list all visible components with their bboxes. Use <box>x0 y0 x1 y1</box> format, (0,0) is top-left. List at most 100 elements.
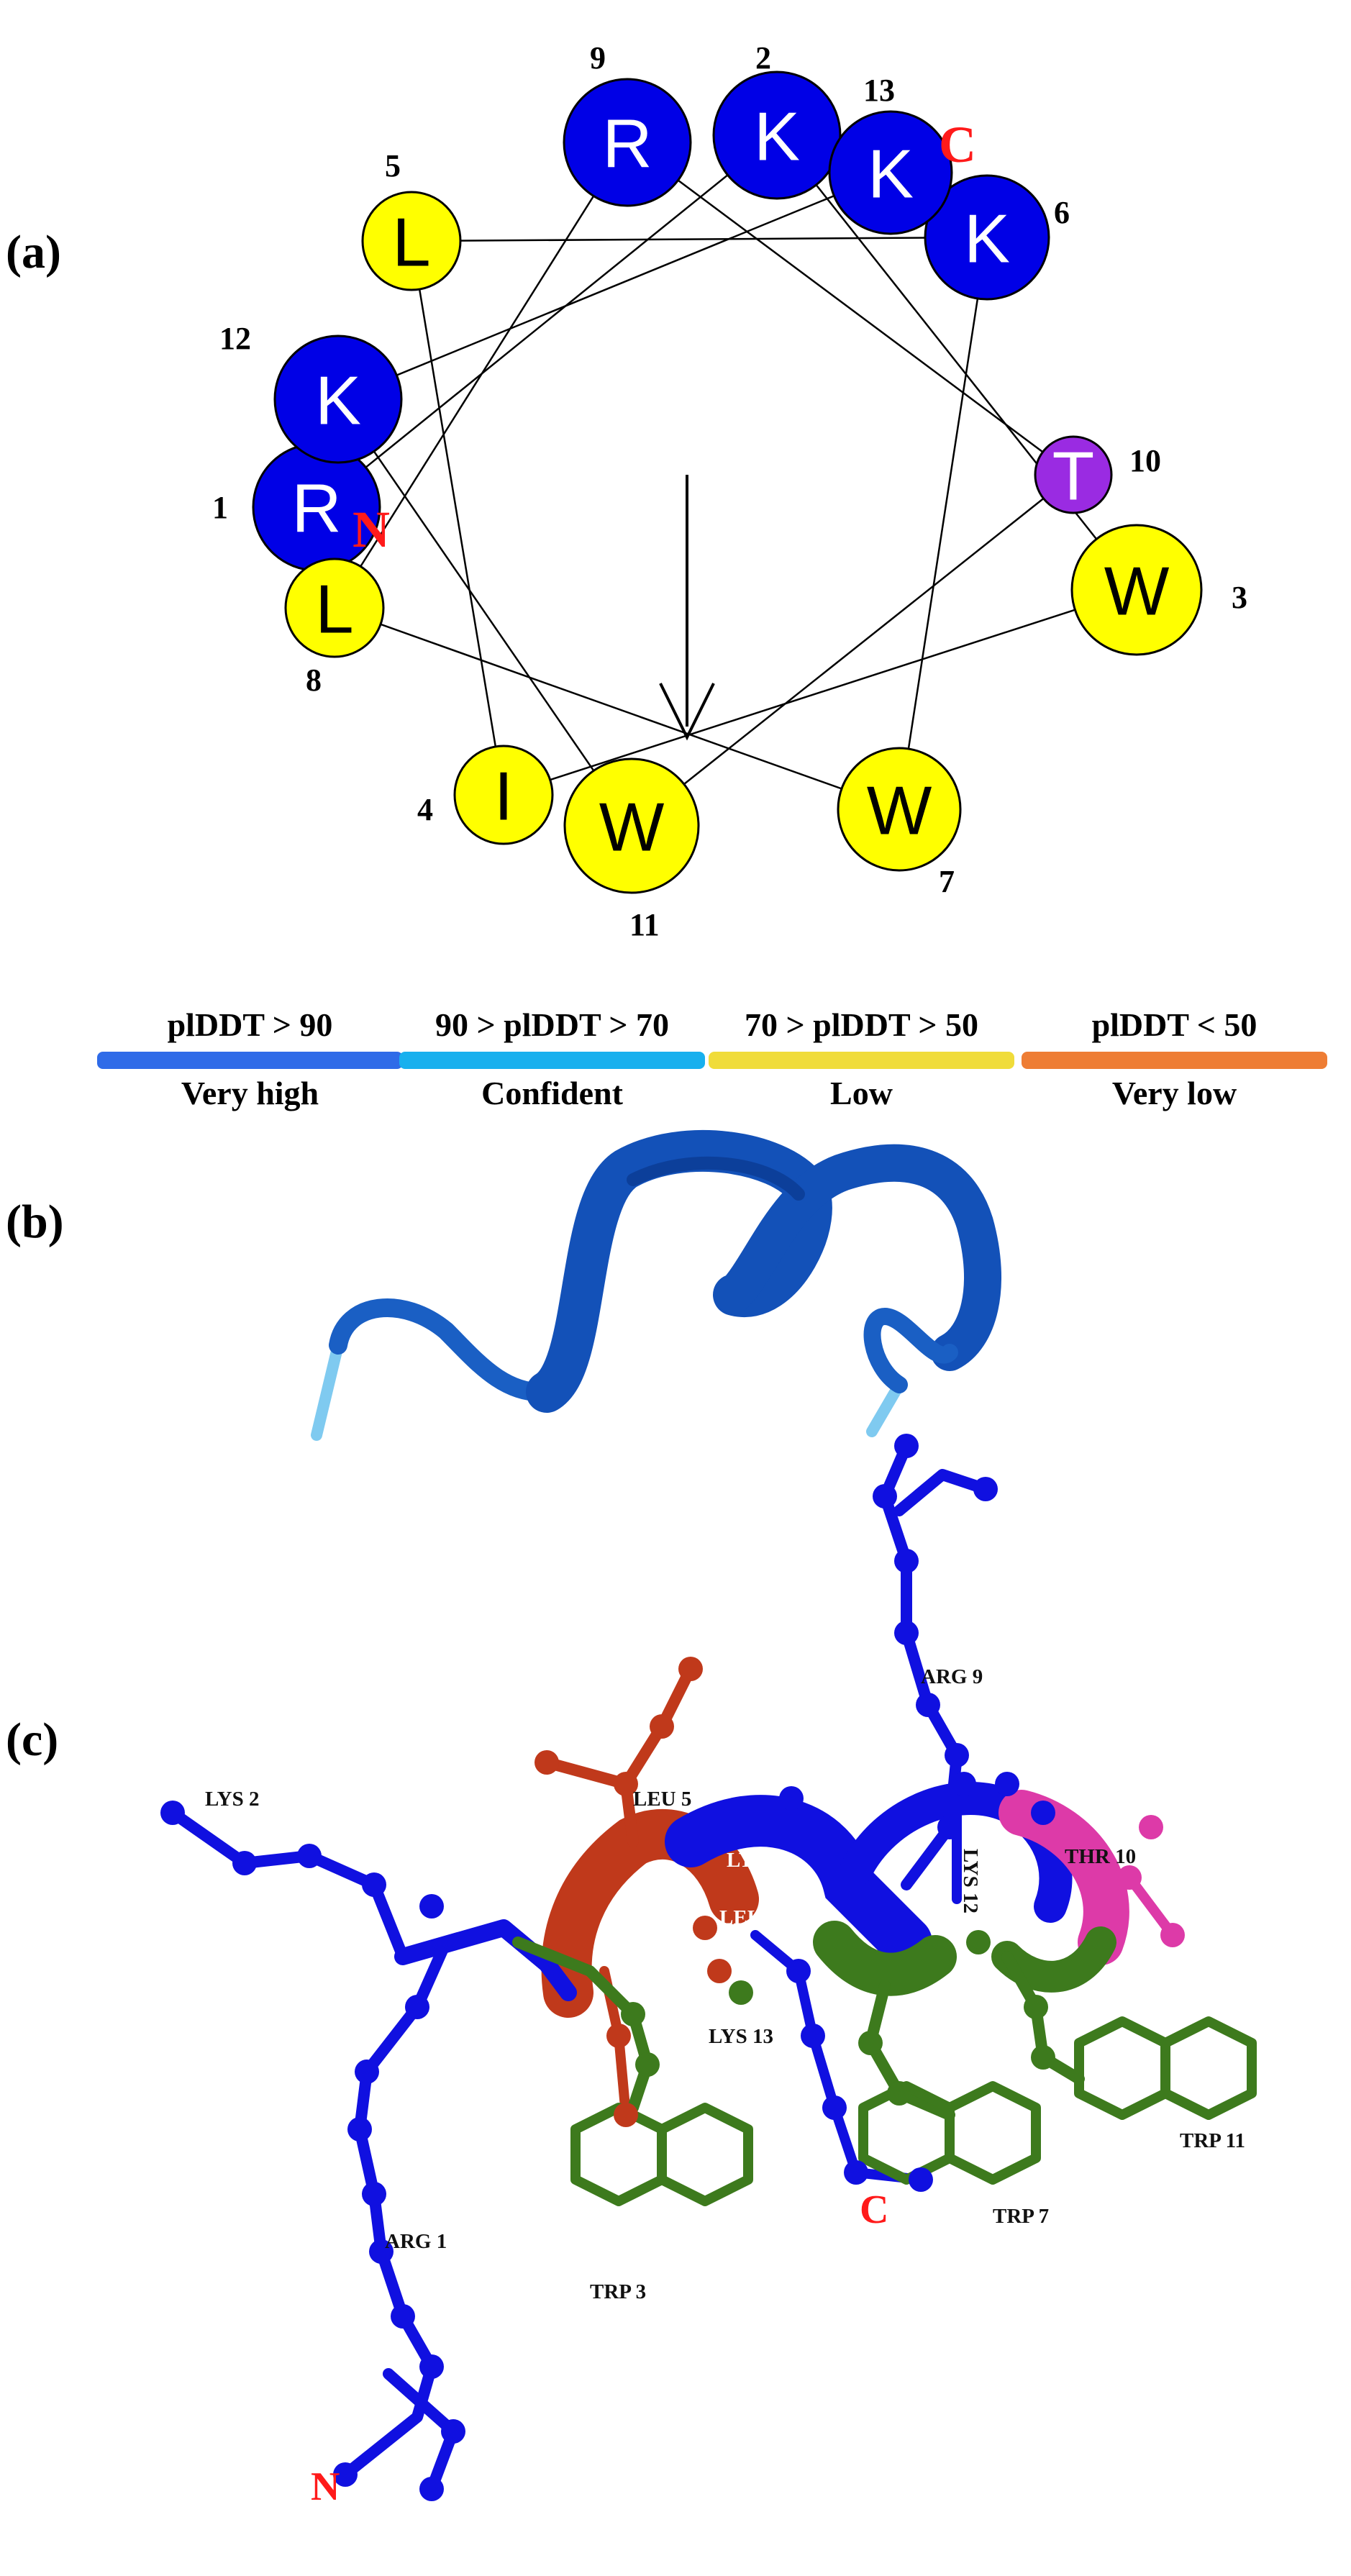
legend-confidence: Low <box>830 1075 893 1111</box>
residue-label: LYS 13 <box>709 2025 773 2048</box>
atom-sphere <box>707 1959 732 1983</box>
atom-sphere <box>894 1621 919 1645</box>
residue-label: TRP 11 <box>1180 2129 1245 2152</box>
residue-label: LEU 5 <box>633 1788 691 1811</box>
legend-threshold: plDDT < 50 <box>1092 1006 1257 1043</box>
atom-sphere <box>844 2160 868 2185</box>
side-chain-arg9-fork <box>893 1469 991 1516</box>
atom-sphere <box>1160 1923 1185 1947</box>
atom-sphere <box>362 2182 386 2206</box>
side-chain-trp7 <box>865 1980 955 2121</box>
residue-label: LYS 2 <box>205 1788 260 1811</box>
residue-letter: L <box>315 571 353 648</box>
atom-sphere <box>887 2081 911 2106</box>
residue-letter: K <box>754 99 800 176</box>
atom-sphere <box>729 1980 753 2005</box>
ribbon-helix-turn-1 <box>526 1130 832 1413</box>
ribbon-n-tail <box>311 1339 344 1441</box>
wheel-link-6-7 <box>898 237 988 810</box>
alphafold-ribbon <box>311 1130 1001 1441</box>
residue-number: 4 <box>417 792 433 827</box>
atom-sphere <box>391 2304 415 2329</box>
atom-sphere <box>894 1434 919 1458</box>
wheel-link-3-4 <box>503 588 1137 796</box>
wheel-link-9-10 <box>627 141 1074 476</box>
residue-letter: R <box>602 106 652 183</box>
atom-sphere <box>362 1872 386 1897</box>
atom-sphere <box>1117 1865 1142 1890</box>
wheel-link-5-6 <box>411 236 988 242</box>
residue-letter: I <box>494 758 514 835</box>
atom-sphere <box>858 2031 883 2055</box>
atom-sphere <box>355 2060 379 2084</box>
trp11-ring-a <box>1074 2016 1170 2120</box>
atom-sphere <box>1139 1815 1163 1839</box>
atom-sphere <box>297 1844 322 1868</box>
legend-confidence: Confident <box>481 1075 623 1111</box>
hydrophobic-moment-arrow <box>659 475 715 741</box>
model-c-terminus: C <box>860 2188 888 2232</box>
atom-sphere <box>952 1772 976 1796</box>
panel-label-a: (a) <box>6 226 61 278</box>
ribbon-coil-end <box>863 1307 958 1393</box>
residue-label: ILE 4 <box>610 1946 662 1969</box>
atom-sphere <box>894 1549 919 1573</box>
atom-sphere <box>535 1750 559 1775</box>
wheel-residue-9: R9 <box>563 40 692 207</box>
residue-letter: R <box>291 470 341 547</box>
residue-label: ARG 9 <box>921 1665 983 1688</box>
atom-sphere <box>419 2477 444 2501</box>
atom-sphere <box>405 1995 429 2019</box>
atom-sphere <box>369 2239 394 2264</box>
panel-label-c: (c) <box>6 1713 58 1766</box>
wheel-residue-4: I4 <box>417 745 554 845</box>
residue-number: 7 <box>939 864 955 899</box>
ribbon-c-tail <box>866 1379 905 1437</box>
atom-sphere <box>822 2095 847 2120</box>
model-n-terminus: N <box>311 2465 340 2509</box>
ball-stick-panel: (c) <box>6 1434 1257 2509</box>
atom-sphere <box>973 1477 998 1501</box>
residue-label: LYS 6 <box>727 1849 781 1872</box>
wheel-residue-5: L5 <box>361 148 462 291</box>
legend-swatch <box>1022 1052 1327 1069</box>
atom-sphere <box>786 1959 811 1983</box>
atom-sphere <box>333 2462 358 2487</box>
atom-sphere <box>614 2103 638 2127</box>
wheel-link-11-12 <box>337 399 633 827</box>
residue-number: 5 <box>385 148 401 183</box>
panel-label-b: (b) <box>6 1196 64 1248</box>
atom-sphere <box>621 2002 645 2026</box>
residue-circle <box>361 191 462 291</box>
residue-number: 2 <box>755 40 771 76</box>
residue-number: 9 <box>590 40 606 76</box>
wheel-c-terminus: C <box>939 116 976 173</box>
ribbon-helix-shadow <box>627 1156 805 1201</box>
residue-circle <box>284 557 385 658</box>
residue-circle <box>828 110 953 235</box>
residue-circle <box>453 745 554 845</box>
wheel-residue-8: L8 <box>284 557 385 698</box>
residue-label: TRP 3 <box>590 2280 646 2303</box>
residue-number: 10 <box>1129 443 1161 478</box>
legend-item-2: 90 > plDDT > 70 Confident <box>399 1006 705 1111</box>
legend-threshold: 90 > plDDT > 70 <box>435 1006 669 1043</box>
atom-sphere <box>606 2024 631 2048</box>
atom-sphere <box>1031 1801 1055 1825</box>
residue-number: 1 <box>212 490 228 525</box>
atom-sphere <box>614 1772 638 1796</box>
residue-circle <box>563 78 692 207</box>
residue-letter: W <box>867 773 932 850</box>
side-chain-leu5 <box>620 1663 696 1847</box>
atom-sphere <box>650 1714 674 1739</box>
residue-number: 6 <box>1054 195 1070 230</box>
atom-sphere <box>635 2052 660 2077</box>
backbone-green-segment <box>813 1921 957 1996</box>
side-chain-arg1 <box>340 1936 452 2480</box>
